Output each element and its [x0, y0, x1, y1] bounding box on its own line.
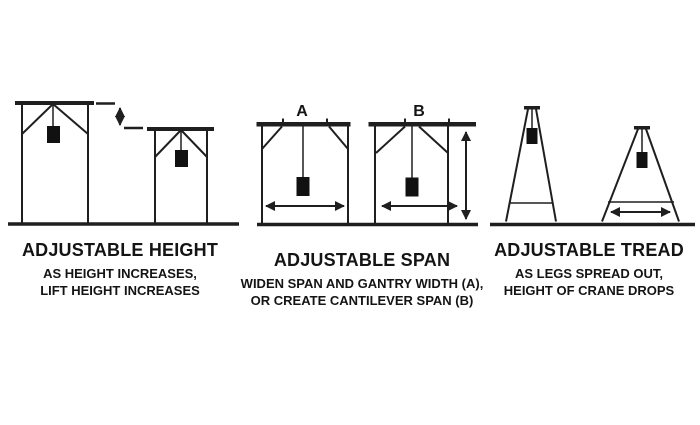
crane-right-brace: [180, 129, 208, 158]
section-caption-line2: HEIGHT OF CRANE DROPS: [503, 282, 675, 298]
section-caption-line1: WIDEN SPAN AND GANTRY WIDTH (A),: [240, 276, 484, 291]
adjustable-span-caption: ADJUSTABLE SPAN WIDEN SPAN AND GANTRY WI…: [238, 250, 486, 309]
adjustable-span-figure: [256, 118, 478, 227]
crane-beam: [15, 101, 94, 105]
adjustable-tread-figure: [490, 106, 695, 227]
hoist-load: [175, 150, 188, 167]
height-dimension: [96, 102, 143, 130]
section-title: ADJUSTABLE SPAN: [273, 250, 451, 270]
crane-right-brace: [328, 125, 349, 150]
section-title: ADJUSTABLE HEIGHT: [21, 240, 219, 260]
section-title: ADJUSTABLE TREAD: [494, 240, 684, 260]
tall-gantry-crane: [15, 101, 94, 223]
crane-beam: [256, 122, 351, 127]
crane-right-leg: [535, 108, 557, 222]
adjustable-tread-caption: ADJUSTABLE TREAD AS LEGS SPREAD OUT, HEI…: [478, 240, 700, 299]
wide-aframe-crane: [601, 126, 680, 222]
gantry-b-label: B: [413, 103, 425, 120]
section-caption-line1: AS HEIGHT INCREASES,: [43, 266, 197, 281]
crane-left-brace: [154, 129, 182, 158]
crane-left-brace: [375, 125, 406, 154]
section-caption-line1: AS LEGS SPREAD OUT,: [514, 266, 664, 281]
apex-bar: [524, 106, 540, 110]
crane-left-leg: [505, 108, 529, 222]
hoist-load: [636, 152, 648, 168]
section-caption-line2: OR CREATE CANTILEVER SPAN (B): [250, 292, 474, 308]
crane-right-leg: [645, 128, 680, 222]
crane-right-brace: [418, 125, 449, 154]
short-gantry-crane: [147, 127, 214, 223]
apex-bar: [634, 126, 650, 130]
crane-beam: [147, 127, 214, 131]
adjustable-height-figure: [8, 101, 239, 226]
gantry-b: [368, 118, 476, 223]
crane-left-brace: [261, 125, 283, 150]
hoist-load: [47, 126, 60, 143]
crane-beam-cantilever: [368, 122, 476, 127]
crane-left-leg: [601, 128, 639, 222]
adjustable-height-caption: ADJUSTABLE HEIGHT AS HEIGHT INCREASES, L…: [0, 240, 240, 299]
gantry-a: [256, 118, 351, 223]
section-caption-line2: LIFT HEIGHT INCREASES: [40, 282, 200, 298]
hoist-load: [296, 177, 310, 196]
hoist-load: [405, 177, 419, 197]
crane-left-brace: [21, 103, 54, 135]
gantry-a-label: A: [296, 103, 308, 120]
crane-right-brace: [52, 103, 89, 135]
hoist-load: [526, 128, 538, 144]
tall-aframe-crane: [505, 106, 557, 222]
